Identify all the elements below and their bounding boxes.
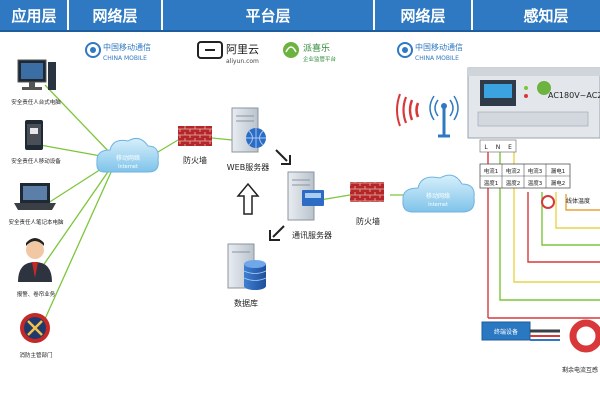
security-officer-avatar: 报警、卷帘业务 bbox=[17, 238, 56, 298]
svg-text:E: E bbox=[508, 144, 512, 151]
desktop-computer: 安全责任人台式电脑 bbox=[11, 59, 61, 106]
svg-text:N: N bbox=[496, 144, 501, 151]
svg-text:温度2: 温度2 bbox=[506, 179, 521, 187]
firewall-right: 防火墙 bbox=[350, 182, 384, 226]
svg-text:Internet: Internet bbox=[428, 202, 448, 208]
terminal-labels: L N E bbox=[479, 139, 517, 153]
laptop-label: 安全责任人笔记本电脑 bbox=[8, 218, 64, 226]
temperature-sensor: 线体温度 bbox=[541, 195, 590, 209]
svg-text:防火墙: 防火墙 bbox=[356, 216, 380, 226]
svg-text:温度3: 温度3 bbox=[528, 179, 543, 187]
svg-text:中国移动通信: 中国移动通信 bbox=[415, 42, 463, 52]
svg-text:移动网络: 移动网络 bbox=[426, 192, 450, 200]
current-transformer: 剩余电流互感 bbox=[530, 319, 600, 374]
temp-sensor-label: 线体温度 bbox=[566, 197, 590, 205]
arrow-web-to-comm bbox=[275, 149, 291, 165]
alarm-label: 报警、卷帘业务 bbox=[17, 290, 56, 298]
leak-sensor-label: 剩余电流互感 bbox=[562, 366, 598, 374]
svg-text:电流2: 电流2 bbox=[506, 167, 521, 175]
phone-label: 安全责任人移动设备 bbox=[11, 157, 61, 165]
laptop-computer: 安全责任人笔记本电脑 bbox=[8, 183, 64, 226]
terminal-device: 终端设备 bbox=[481, 321, 531, 341]
fire-department-emblem: 消防主管部门 bbox=[19, 313, 53, 359]
header-platform-layer: 平台层 bbox=[245, 7, 290, 25]
electrical-monitor-module: AC180V~AC25 bbox=[467, 67, 600, 139]
wireless-signal-icon bbox=[396, 93, 459, 138]
header-application-layer: 应用层 bbox=[11, 7, 56, 25]
voltage-label: AC180V~AC25 bbox=[548, 91, 600, 100]
internet-cloud-right: 移动网络 Internet bbox=[402, 174, 475, 213]
svg-text:CHINA MOBILE: CHINA MOBILE bbox=[415, 55, 459, 62]
header-dividers bbox=[67, 0, 473, 30]
svg-text:CHINA MOBILE: CHINA MOBILE bbox=[103, 55, 147, 62]
svg-text:电流3: 电流3 bbox=[528, 167, 543, 175]
china-mobile-logo-right: 中国移动通信 CHINA MOBILE bbox=[397, 42, 463, 62]
svg-text:数据库: 数据库 bbox=[234, 298, 258, 308]
header-network-layer-left: 网络层 bbox=[92, 7, 137, 25]
svg-text:WEB服务器: WEB服务器 bbox=[227, 162, 269, 172]
svg-text:漏电1: 漏电1 bbox=[551, 167, 566, 175]
aliyun-logo: 阿里云 aliyun.com bbox=[197, 41, 259, 65]
terminal-device-label: 终端设备 bbox=[494, 328, 518, 336]
firewall-left: 防火墙 bbox=[178, 126, 212, 165]
web-server: WEB服务器 bbox=[227, 107, 269, 172]
port-grid: 电流1 电流2 电流3 漏电1 温度1 温度2 温度3 漏电2 bbox=[479, 163, 571, 189]
header-perception-layer: 感知层 bbox=[523, 7, 568, 25]
svg-text:Internet: Internet bbox=[118, 164, 138, 170]
svg-text:企业监管平台: 企业监管平台 bbox=[303, 55, 337, 63]
svg-text:L: L bbox=[484, 144, 488, 151]
arrow-db-to-web bbox=[236, 182, 260, 215]
svg-text:电流1: 电流1 bbox=[484, 167, 499, 175]
database-server: 数据库 bbox=[227, 243, 267, 308]
svg-text:派喜乐: 派喜乐 bbox=[303, 42, 330, 54]
svg-text:温度1: 温度1 bbox=[484, 179, 499, 187]
partner-logo: 派喜乐 企业监管平台 bbox=[283, 42, 337, 63]
communication-server: 通讯服务器 bbox=[287, 171, 332, 240]
svg-text:中国移动通信: 中国移动通信 bbox=[103, 42, 151, 52]
svg-text:通讯服务器: 通讯服务器 bbox=[292, 230, 332, 240]
svg-text:移动网络: 移动网络 bbox=[116, 154, 140, 162]
desktop-label: 安全责任人台式电脑 bbox=[11, 98, 61, 106]
client-links bbox=[39, 84, 410, 331]
svg-text:阿里云: 阿里云 bbox=[226, 43, 259, 56]
svg-text:漏电2: 漏电2 bbox=[551, 179, 566, 187]
svg-text:aliyun.com: aliyun.com bbox=[226, 58, 259, 65]
layer-header: 应用层 网络层 平台层 网络层 感知层 bbox=[0, 0, 600, 32]
china-mobile-logo-left: 中国移动通信 CHINA MOBILE bbox=[85, 42, 151, 62]
arrow-comm-to-db bbox=[269, 225, 285, 241]
internet-cloud-left: 移动网络 Internet bbox=[96, 137, 159, 173]
svg-text:防火墙: 防火墙 bbox=[183, 155, 207, 165]
fire-label: 消防主管部门 bbox=[19, 351, 52, 359]
header-network-layer-right: 网络层 bbox=[400, 7, 445, 25]
mobile-phone: 安全责任人移动设备 bbox=[11, 120, 61, 165]
